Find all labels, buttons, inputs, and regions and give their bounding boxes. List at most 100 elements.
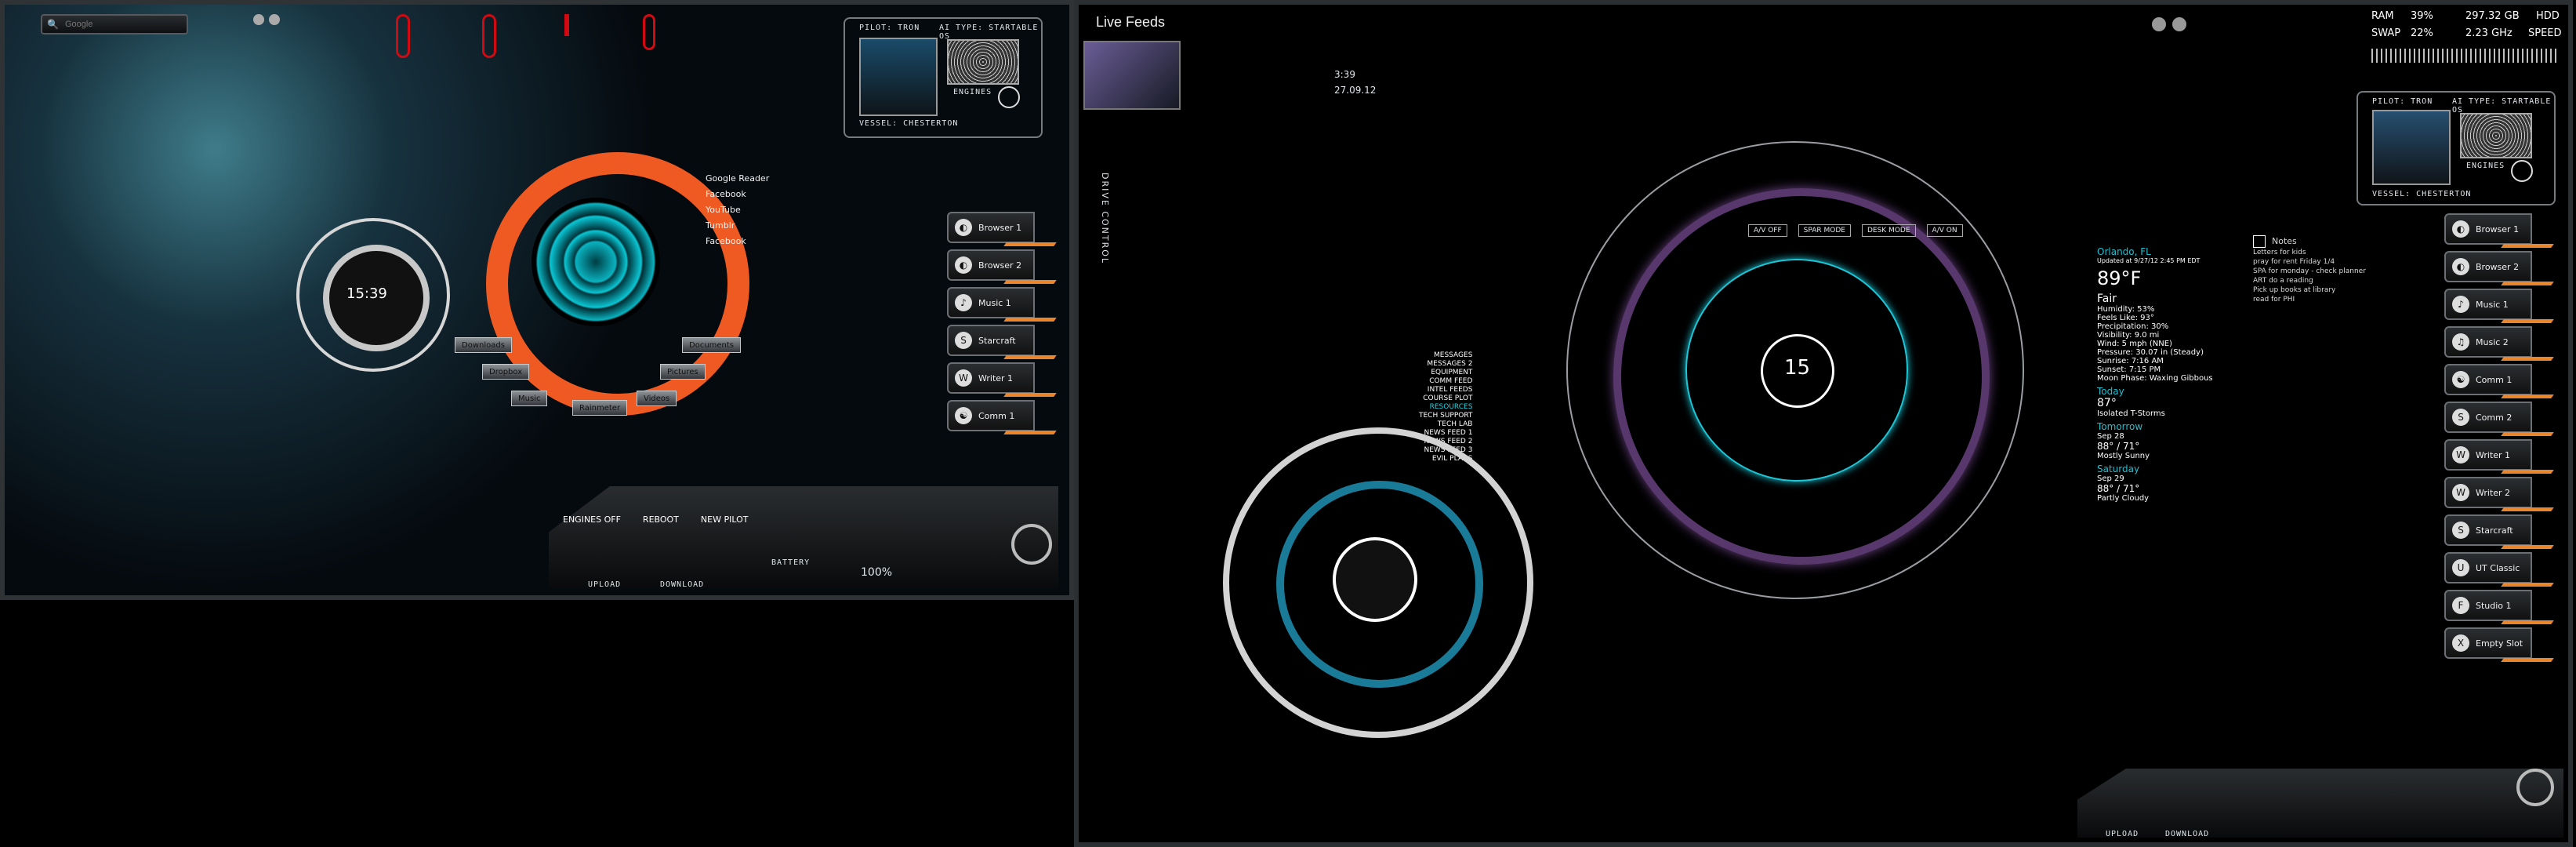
main-hud-core <box>1761 334 1834 408</box>
right-download-label: DOWNLOAD <box>2165 830 2210 838</box>
sidebar-music-1[interactable]: ♪Music 1 <box>947 287 1035 318</box>
sidebar-browser-2[interactable]: ◐Browser 2 <box>2444 251 2532 282</box>
folder-videos[interactable]: Videos <box>637 391 677 406</box>
comm-icon: S <box>2452 409 2469 426</box>
right-upload-label: UPLOAD <box>2106 830 2139 838</box>
av-on-button[interactable]: A/V ON <box>1926 224 1963 237</box>
plus-icon[interactable] <box>269 14 280 25</box>
left-clock-time: 15:39 <box>346 285 387 302</box>
sidebar-comm-1[interactable]: ☯Comm 1 <box>2444 364 2532 395</box>
red-glyphs <box>396 14 655 58</box>
weather-detail: Sunrise: 7:16 AM <box>2097 357 2164 365</box>
hud-menu-item[interactable]: MESSAGES <box>1434 351 1473 359</box>
gear-icon[interactable] <box>2152 17 2166 31</box>
hud-menu-item[interactable]: COMM FEED <box>1429 377 1473 385</box>
power-icon[interactable] <box>998 86 1020 108</box>
hud-menu-item[interactable]: MESSAGES 2 <box>1427 360 1473 368</box>
hud-menu-item[interactable]: TECH SUPPORT <box>1419 412 1473 420</box>
notes-panel: Notes Letters for kids pray for rent Fri… <box>2253 235 2394 304</box>
weather-temp: 89°F <box>2097 267 2142 289</box>
power-icon[interactable] <box>1011 524 1052 565</box>
sidebar-music-1[interactable]: ♪Music 1 <box>2444 289 2532 320</box>
avatar <box>859 38 938 116</box>
hud-menu-item[interactable]: RESOURCES <box>1429 403 1473 411</box>
sidebar-browser-1[interactable]: ◐Browser 1 <box>2444 213 2532 245</box>
secondary-hud-outer <box>1223 427 1533 738</box>
right-sidebar-buttons: ◐Browser 1 ◐Browser 2 ♪Music 1 ♫Music 2 … <box>2444 213 2562 660</box>
starcraft-icon: S <box>955 332 972 349</box>
fingerprint-icon <box>2460 113 2532 158</box>
forecast-today-label: Today <box>2097 386 2124 397</box>
power-icon[interactable] <box>2516 769 2554 806</box>
hud-menu-item[interactable]: INTEL FEEDS <box>1427 386 1473 394</box>
note-item: read for PHI <box>2253 296 2295 304</box>
spar-mode-button[interactable]: SPAR MODE <box>1798 224 1851 237</box>
forecast-today-desc: Isolated T-Storms <box>2097 409 2165 418</box>
forecast-tomorrow-label: Tomorrow <box>2097 421 2143 432</box>
hud-menu-item[interactable]: NEWS FEED 2 <box>1424 438 1473 445</box>
engines-label: ENGINES <box>953 88 992 96</box>
left-search-box[interactable]: 🔍 <box>41 14 188 35</box>
sidebar-label-writer-1: Writer 1 <box>2476 449 2511 460</box>
power-icon[interactable] <box>2511 160 2533 182</box>
folder-downloads[interactable]: Downloads <box>455 337 512 353</box>
pilot-label: PILOT: TRON <box>859 24 920 32</box>
secondary-hud-core <box>1333 537 1417 622</box>
hud-menu-item[interactable]: COURSE PLOT <box>1423 394 1473 402</box>
sidebar-browser-1[interactable]: ◐Browser 1 <box>947 212 1035 243</box>
hud-menu-item[interactable]: TECH LAB <box>1437 420 1473 428</box>
left-clock-outer <box>296 218 450 372</box>
red-glyph-1 <box>396 14 410 58</box>
main-hud-outer-ring <box>1566 141 2024 599</box>
av-off-button[interactable]: A/V OFF <box>1748 224 1787 237</box>
ut-icon: U <box>2452 559 2469 576</box>
right-pilot-panel: PILOT: TRON AI TYPE: STARTABLE OS ENGINE… <box>2356 91 2556 205</box>
plus-icon[interactable] <box>2172 17 2186 31</box>
social-link-facebook-top[interactable]: Facebook <box>706 189 746 199</box>
social-link-google-reader[interactable]: Google Reader <box>706 173 770 184</box>
sidebar-music-2[interactable]: ♫Music 2 <box>2444 326 2532 358</box>
engines-label: ENGINES <box>2466 162 2505 170</box>
sidebar-label-comm-2: Comm 2 <box>2476 412 2513 423</box>
social-link-youtube[interactable]: YouTube <box>706 205 741 215</box>
live-feeds-title: Live Feeds <box>1096 14 1166 30</box>
note-item: ART do a reading <box>2253 277 2313 285</box>
folder-dropbox[interactable]: Dropbox <box>482 364 530 380</box>
folder-music[interactable]: Music <box>511 391 548 406</box>
note-item: Letters for kids <box>2253 249 2306 256</box>
new-pilot-command[interactable]: NEW PILOT <box>700 514 749 525</box>
folder-pictures[interactable]: Pictures <box>660 364 706 380</box>
sidebar-browser-2[interactable]: ◐Browser 2 <box>947 249 1035 281</box>
folder-rainmeter[interactable]: Rainmeter <box>572 400 628 416</box>
small-date: 27.09.12 <box>1334 85 1377 96</box>
reboot-command[interactable]: REBOOT <box>642 514 679 525</box>
sidebar-label-studio-1: Studio 1 <box>2476 600 2512 611</box>
search-input[interactable] <box>63 19 176 30</box>
folder-documents[interactable]: Documents <box>682 337 742 353</box>
gear-icon[interactable] <box>253 14 264 25</box>
note-item: Pick up books at library <box>2253 286 2336 294</box>
writer-icon: W <box>955 369 972 387</box>
sidebar-comm-2[interactable]: S Comm 2 <box>2444 402 2532 433</box>
social-link-facebook[interactable]: Facebook <box>706 236 746 246</box>
left-outer-frame <box>0 0 1074 600</box>
weather-condition: Fair <box>2097 293 2117 305</box>
sidebar-label-writer-2: Writer 2 <box>2476 487 2511 498</box>
sidebar-comm-1[interactable]: ☯Comm 1 <box>947 400 1035 431</box>
hud-menu-item[interactable]: NEWS FEED 1 <box>1424 429 1473 437</box>
weather-location: Orlando, FL <box>2097 246 2151 257</box>
live-feed-thumbnail[interactable] <box>1083 41 1181 110</box>
desk-mode-button[interactable]: DESK MODE <box>1861 224 1916 237</box>
hud-menu-item[interactable]: EQUIPMENT <box>1431 369 1473 376</box>
engines-off-command[interactable]: ENGINES OFF <box>563 514 621 525</box>
social-link-tumblr[interactable]: Tumblr <box>706 220 735 231</box>
comm-icon: ☯ <box>955 407 972 424</box>
